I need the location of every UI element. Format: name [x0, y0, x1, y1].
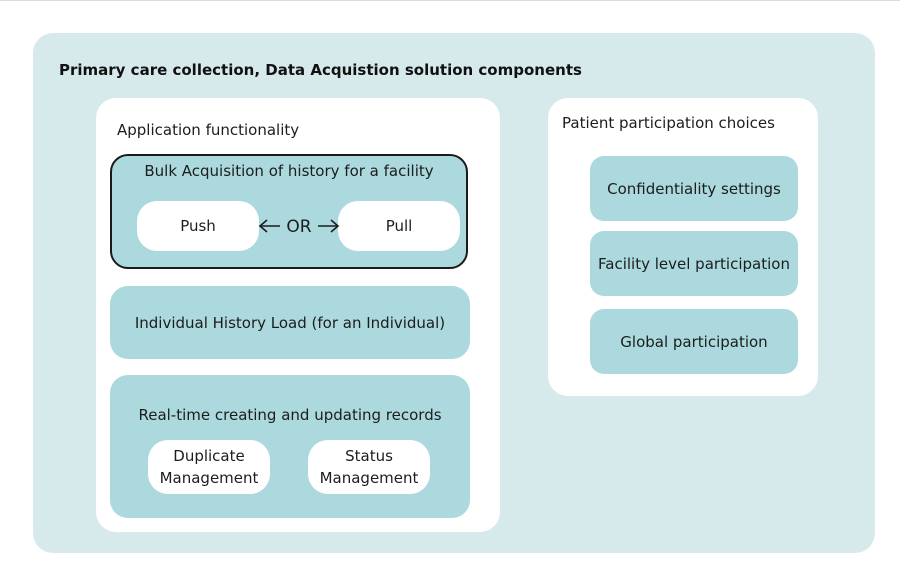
- pull-label: Pull: [385, 217, 413, 235]
- realtime-records-title: Real-time creating and updating records: [138, 406, 442, 424]
- confidentiality-settings-label: Confidentiality settings: [607, 179, 781, 198]
- top-divider: [0, 0, 900, 1]
- duplicate-management-line1: Duplicate: [173, 447, 245, 465]
- duplicate-management-pill: Duplicate Management: [148, 440, 270, 494]
- status-management-line1: Status: [345, 447, 393, 465]
- right-arrow-head-icon: [330, 219, 340, 233]
- confidentiality-settings-box: Confidentiality settings: [590, 156, 798, 221]
- diagram-title: Primary care collection, Data Acquistion…: [59, 61, 582, 79]
- status-management-pill: Status Management: [308, 440, 430, 494]
- or-connector: OR: [258, 217, 340, 237]
- patient-participation-title: Patient participation choices: [562, 114, 775, 132]
- global-participation-box: Global participation: [590, 309, 798, 374]
- push-label: Push: [180, 217, 216, 235]
- duplicate-management-line2: Management: [159, 469, 259, 487]
- pull-pill: Pull: [338, 201, 460, 251]
- bulk-acquisition-title: Bulk Acquisition of history for a facili…: [144, 162, 434, 180]
- individual-history-load-box: Individual History Load (for an Individu…: [110, 286, 470, 359]
- facility-level-participation-label: Facility level participation: [598, 254, 790, 273]
- or-label: OR: [286, 217, 311, 237]
- application-functionality-title: Application functionality: [117, 121, 300, 139]
- facility-level-participation-box: Facility level participation: [590, 231, 798, 296]
- push-pill: Push: [137, 201, 259, 251]
- individual-history-load-label: Individual History Load (for an Individu…: [134, 314, 446, 332]
- status-management-line2: Management: [319, 469, 419, 487]
- global-participation-label: Global participation: [620, 332, 768, 351]
- left-arrow-head-icon: [258, 219, 268, 233]
